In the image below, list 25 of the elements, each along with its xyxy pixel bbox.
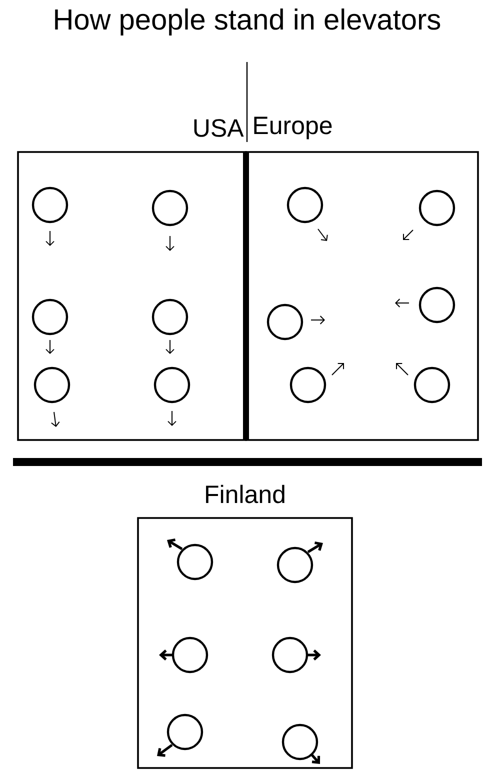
node-label: Finland (206, 484, 284, 504)
title: How people stand in elevators (55, 8, 440, 36)
person-circle (32, 298, 68, 336)
node-label: USA (194, 119, 244, 137)
node-label: Europe (254, 116, 332, 140)
person-circle (166, 714, 204, 750)
person-circle (154, 366, 190, 404)
person-circle (418, 286, 456, 324)
elevator-box: Finland (137, 484, 353, 769)
person-circle (276, 546, 314, 584)
person-circle (152, 298, 188, 336)
person-circle (152, 190, 188, 226)
person-circle (282, 724, 318, 760)
person-circle (32, 186, 68, 224)
person-circle (176, 544, 214, 580)
person-circle (34, 366, 70, 404)
elevator-box: Europe (245, 116, 479, 441)
person-circle (290, 366, 326, 404)
person-circle (272, 636, 308, 674)
person-circle (266, 304, 304, 340)
person-circle (286, 186, 324, 224)
person-circle (414, 366, 450, 404)
elevator-box: USA (17, 119, 247, 441)
person-circle (418, 190, 456, 226)
person-circle (172, 636, 208, 674)
